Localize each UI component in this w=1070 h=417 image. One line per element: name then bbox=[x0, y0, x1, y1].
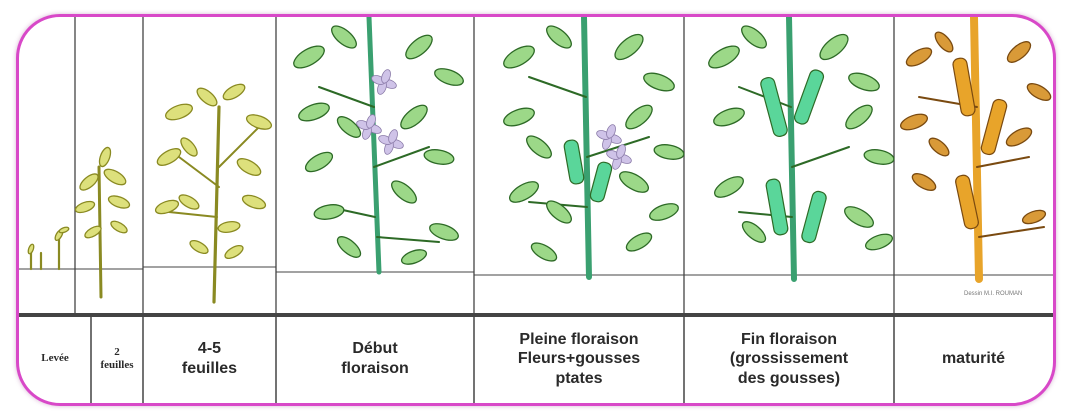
green-leaf bbox=[841, 203, 876, 232]
young-leaf bbox=[178, 135, 200, 158]
young-leaf bbox=[97, 146, 112, 168]
dry-leaf bbox=[1004, 38, 1034, 66]
branch bbox=[179, 157, 219, 187]
green-leaf bbox=[290, 42, 327, 73]
dry-leaf bbox=[1004, 124, 1035, 149]
green-leaf bbox=[711, 105, 746, 130]
young-leaf bbox=[235, 155, 263, 178]
stage-label-2: 2feuilles bbox=[91, 315, 143, 403]
pod bbox=[801, 190, 828, 244]
plant-stem bbox=[974, 17, 979, 279]
green-leaf bbox=[397, 101, 431, 133]
young-leaf bbox=[109, 219, 129, 235]
branch bbox=[979, 227, 1044, 237]
ripe-pod bbox=[980, 98, 1008, 156]
young-leaf bbox=[194, 85, 219, 109]
diagram-frame: Levée2feuilles4-5feuillesDébutfloraisonP… bbox=[16, 14, 1056, 406]
young-leaf bbox=[74, 199, 96, 214]
green-leaf bbox=[648, 200, 681, 223]
sprout-leaf bbox=[27, 244, 35, 255]
stage-label-7: maturité bbox=[894, 315, 1053, 403]
green-leaf bbox=[611, 30, 647, 64]
green-leaf bbox=[543, 22, 575, 52]
green-leaf bbox=[328, 22, 360, 52]
dry-leaf bbox=[904, 44, 935, 69]
dry-leaf bbox=[926, 135, 951, 159]
green-leaf bbox=[428, 220, 461, 243]
green-leaf bbox=[501, 105, 536, 130]
green-leaf bbox=[622, 101, 656, 133]
young-leaf bbox=[221, 81, 247, 103]
green-leaf bbox=[543, 197, 575, 227]
young-leaf bbox=[164, 101, 195, 123]
young-leaf bbox=[245, 112, 274, 132]
green-leaf bbox=[334, 233, 364, 261]
green-leaf bbox=[423, 148, 455, 167]
green-leaf bbox=[303, 149, 336, 176]
green-leaf bbox=[705, 42, 742, 73]
young-pod bbox=[589, 161, 613, 203]
dry-leaf bbox=[899, 111, 930, 133]
green-leaf bbox=[500, 42, 537, 73]
branch bbox=[169, 212, 217, 217]
green-leaf bbox=[296, 100, 331, 125]
green-leaf bbox=[388, 177, 420, 207]
stage-label-row: Levée2feuilles4-5feuillesDébutfloraisonP… bbox=[19, 315, 1053, 403]
green-leaf bbox=[739, 218, 769, 246]
dry-leaf bbox=[910, 170, 938, 193]
dry-leaf bbox=[932, 29, 956, 54]
plant-stem bbox=[369, 17, 379, 272]
young-leaf bbox=[155, 145, 183, 168]
sprout-leaf bbox=[59, 226, 70, 234]
branch bbox=[977, 157, 1029, 167]
young-leaf bbox=[107, 193, 131, 210]
young-leaf bbox=[217, 220, 240, 234]
green-leaf bbox=[400, 247, 429, 267]
plant-growth-illustration bbox=[19, 17, 1053, 315]
green-leaf bbox=[738, 22, 770, 52]
green-leaf bbox=[711, 173, 746, 202]
young-leaf bbox=[188, 238, 210, 256]
young-leaf bbox=[77, 171, 100, 193]
branch bbox=[377, 237, 439, 242]
stage-label-4: Débutfloraison bbox=[276, 315, 474, 403]
stage-label-6: Fin floraison(grossissementdes gousses) bbox=[684, 315, 894, 403]
branch bbox=[792, 147, 849, 167]
pod bbox=[765, 178, 789, 236]
green-leaf bbox=[313, 203, 345, 222]
stage-label-5: Pleine floraisonFleurs+goussesptates bbox=[474, 315, 684, 403]
stage-label-3: 4-5feuilles bbox=[143, 315, 276, 403]
green-leaf bbox=[842, 101, 876, 133]
pod bbox=[793, 68, 825, 125]
green-leaf bbox=[653, 143, 685, 162]
green-leaf bbox=[402, 31, 436, 63]
branch bbox=[529, 77, 586, 97]
young-pod bbox=[563, 139, 584, 185]
stage-label-1: Levée bbox=[19, 315, 91, 403]
green-leaf bbox=[433, 65, 466, 88]
plant-stem bbox=[584, 17, 589, 277]
green-leaf bbox=[816, 30, 852, 64]
green-leaf bbox=[616, 168, 651, 197]
plant-stem bbox=[214, 107, 219, 302]
green-leaf bbox=[529, 239, 560, 264]
plant-stem bbox=[789, 17, 794, 279]
dry-leaf bbox=[1025, 80, 1053, 103]
green-leaf bbox=[624, 229, 655, 254]
young-leaf bbox=[102, 166, 128, 188]
young-leaf bbox=[177, 192, 201, 212]
green-leaf bbox=[863, 148, 895, 167]
pod bbox=[759, 76, 788, 138]
green-leaf bbox=[846, 70, 881, 95]
green-leaf bbox=[641, 70, 676, 95]
branch bbox=[374, 147, 429, 167]
green-leaf bbox=[523, 132, 555, 162]
illustrator-credit: Dessin M.I. ROUMAN bbox=[964, 291, 1022, 297]
green-leaf bbox=[864, 231, 895, 253]
young-leaf bbox=[241, 193, 267, 212]
young-leaf bbox=[223, 243, 245, 261]
dry-leaf bbox=[1021, 208, 1047, 227]
